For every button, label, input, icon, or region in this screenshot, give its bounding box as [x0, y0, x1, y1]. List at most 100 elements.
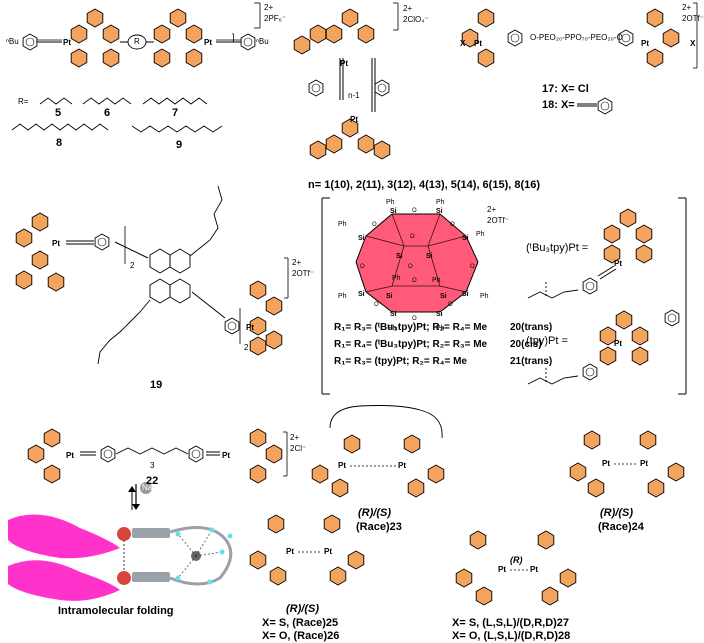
r-equals-label: R=	[18, 97, 29, 106]
svg-text:Pt: Pt	[63, 38, 71, 47]
compound-27-28-structure: Pt Pt	[455, 530, 577, 606]
svg-text:O: O	[470, 264, 475, 270]
compound-28-label: X= O, (L,S,L)/(D,R,D)28	[452, 630, 571, 642]
svg-text:Ph: Ph	[480, 293, 489, 300]
repeat-2-right: 2	[244, 343, 249, 352]
r-substituents-line-1: R₁= R₃= (ᵗBu₃tpy)Pt; R₂= R₄= Me	[334, 322, 488, 333]
svg-text:Pt: Pt	[474, 39, 482, 48]
sodium-ion-label: Na⁺	[142, 483, 157, 492]
compound-24-stereo: (R)/(S)	[600, 507, 633, 519]
svg-text:]: ]	[232, 32, 235, 42]
svg-text:Ph: Ph	[476, 231, 485, 238]
tpy-pt-right	[153, 8, 203, 68]
svg-text:Si: Si	[462, 291, 469, 298]
tpy-pt-definition: (tpy)Pt =	[526, 335, 568, 347]
svg-text:Pt: Pt	[338, 461, 346, 470]
svg-text:Ph: Ph	[436, 199, 445, 206]
compound-23-structure: Pt Pt	[311, 405, 445, 498]
compound-17-label: 17: X= Cl	[542, 83, 589, 95]
svg-text:Pt: Pt	[52, 239, 60, 248]
compound-25-stereo: (R)/(S)	[286, 603, 319, 615]
repeat-3-subscript: 3	[150, 461, 155, 470]
compound-10-16-structure: Pt Pt	[293, 2, 399, 160]
svg-text:O: O	[412, 208, 417, 214]
svg-text:O: O	[360, 264, 365, 270]
svg-text:O: O	[450, 222, 455, 228]
compound-27-label: X= S, (L,S,L)/(D,R,D)27	[452, 617, 570, 629]
svg-text:Si: Si	[436, 311, 443, 318]
svg-text:Pt: Pt	[641, 39, 649, 48]
svg-text:Pt: Pt	[246, 323, 254, 332]
svg-text:X: X	[690, 39, 696, 48]
svg-text:Pt: Pt	[640, 459, 648, 468]
svg-text:Pt: Pt	[340, 59, 348, 68]
compound-27-chirality: (R)	[510, 555, 523, 565]
tpy-pt-left	[70, 8, 120, 68]
n-series-label: n= 1(10), 2(11), 3(12), 4(13), 5(14), 6(…	[308, 179, 541, 191]
svg-text:Ph: Ph	[338, 293, 347, 300]
compound-18-label: 18: X=	[542, 99, 575, 111]
nbu-left-label: ⁿBu	[6, 37, 19, 46]
anion-mid-right: 2OTf⁻	[487, 216, 510, 225]
poss-polyhedron	[355, 213, 479, 313]
svg-text:O: O	[412, 316, 417, 322]
svg-text:Ph: Ph	[386, 199, 395, 206]
compound-23-label: (Race)23	[356, 521, 402, 533]
svg-text:Si: Si	[436, 208, 443, 215]
compound-5-label: 5	[55, 107, 62, 119]
svg-text:Pt: Pt	[602, 459, 610, 468]
svg-text:Si: Si	[358, 235, 365, 242]
svg-text:Si: Si	[390, 208, 397, 215]
intramolecular-folding-label: Intramolecular folding	[58, 605, 174, 617]
svg-text:Ph: Ph	[392, 275, 401, 282]
svg-text:Pt: Pt	[530, 565, 538, 574]
nbu-right-label: ⁿBu	[256, 37, 269, 46]
svg-text:Si: Si	[462, 235, 469, 242]
compound-5-9-structure: Pt Pt ]	[11, 2, 261, 133]
anion-top-mid: 2ClO₄⁻	[403, 15, 429, 24]
svg-text:Si: Si	[440, 293, 447, 300]
compound-20-trans-label: 20(trans)	[510, 322, 553, 333]
svg-text:Pt: Pt	[498, 565, 506, 574]
svg-text:Si: Si	[396, 253, 403, 260]
compound-7-label: 7	[172, 107, 179, 119]
svg-text:Ph: Ph	[436, 325, 445, 332]
svg-text:Pt: Pt	[350, 115, 358, 124]
folding-illustration	[8, 514, 233, 601]
compound-19-label: 19	[150, 379, 163, 391]
charge-top-right: 2+	[682, 3, 692, 12]
n-1-subscript: n-1	[348, 91, 360, 100]
svg-text:Ph: Ph	[388, 325, 397, 332]
svg-text:Pt: Pt	[398, 461, 406, 470]
charge-mid-left: 2+	[292, 258, 302, 267]
compound-6-label: 6	[104, 107, 111, 119]
compound-22-structure: Pt Pt	[27, 428, 288, 510]
svg-text:Ph: Ph	[338, 221, 347, 228]
compound-26-label: X= O, (Race)26	[262, 630, 340, 642]
svg-text:O: O	[448, 302, 453, 308]
r-substituents-line-2: R₁= R₄= (ᵗBu₃tpy)Pt; R₂= R₃= Me	[334, 339, 488, 350]
svg-text:Pt: Pt	[614, 259, 622, 268]
svg-text:Pt: Pt	[222, 451, 230, 460]
compound-25-26-structure: Pt Pt	[249, 514, 365, 586]
compound-19-structure: Pt Pt	[15, 185, 289, 365]
compound-23-stereo: (R)/(S)	[358, 507, 391, 519]
r-box-label: R	[134, 37, 140, 46]
svg-text:Si: Si	[386, 293, 393, 300]
anion-top-right: 2OTf⁻	[682, 14, 704, 23]
svg-text:Pt: Pt	[614, 339, 622, 348]
svg-text:Pt: Pt	[204, 38, 212, 47]
compound-9-label: 9	[176, 139, 183, 151]
svg-text:Si: Si	[390, 311, 397, 318]
svg-text:O: O	[410, 234, 415, 240]
tbu3tpy-pt-definition: (ᵗBu₃tpy)Pt =	[526, 242, 589, 254]
compound-24-structure: Pt Pt	[569, 430, 685, 498]
compound-17-18-structure: X Pt Pt X	[460, 2, 698, 115]
svg-text:O: O	[372, 222, 377, 228]
charge-bottom: 2+	[290, 433, 300, 442]
charge-top-left: 2+	[264, 3, 274, 12]
r-substituents-line-3: R₁= R₃= (tpy)Pt; R₂= R₄= Me	[334, 356, 467, 367]
peo-ppo-linker-label: O-PEO₂₀-PPO₇₀-PEO₂₀-O	[530, 33, 623, 42]
svg-text:O: O	[374, 302, 379, 308]
